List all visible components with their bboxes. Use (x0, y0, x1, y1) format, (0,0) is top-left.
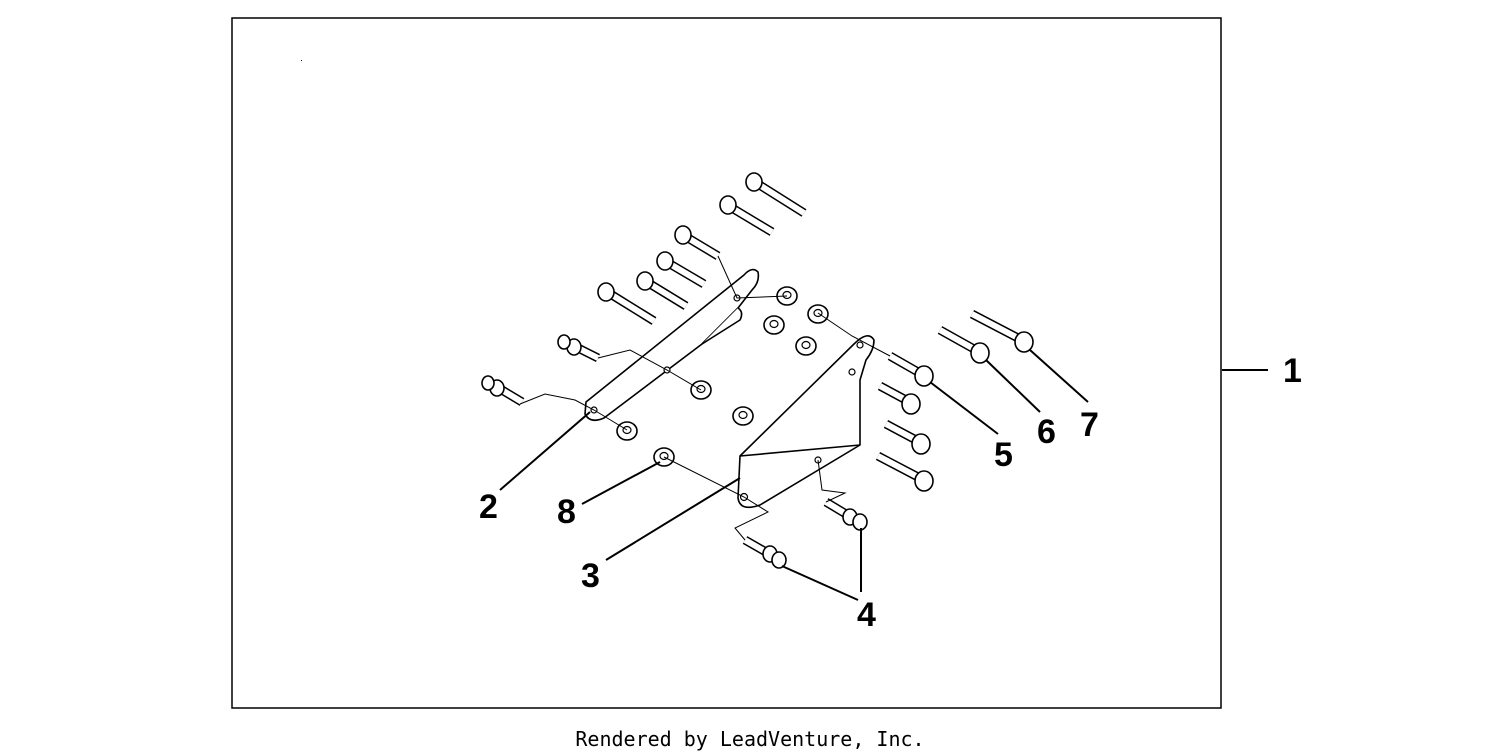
leader-flange-bolt-7 (1029, 349, 1089, 403)
collar-3 (732, 406, 754, 426)
diagram-frame (231, 17, 1222, 709)
footer-credit: Rendered by LeadVenture, Inc. (575, 727, 924, 751)
flange-nut-3 (807, 304, 829, 324)
right-bracket (737, 335, 875, 509)
collar-1 (616, 421, 638, 441)
callout-flange-bolt-b: 6 (1037, 413, 1056, 451)
long-bolt-6 (597, 282, 657, 325)
callout-right-bracket: 3 (581, 557, 600, 595)
long-bolt-1 (745, 172, 807, 217)
short-bolt-washer-1 (823, 498, 868, 531)
short-bolt-left-1 (557, 334, 601, 363)
flange-bolt-7 (969, 310, 1034, 353)
callout-short-bolt-washer: 4 (857, 596, 876, 634)
short-bolt-washer-2 (742, 536, 787, 569)
flange-nut-2 (763, 315, 785, 335)
assembly-line-1 (519, 393, 628, 431)
assembly-line-3 (717, 255, 788, 299)
flange-bolt-5a (887, 352, 934, 387)
assembly-line-4 (817, 312, 891, 357)
leader-short-bolt-a (781, 565, 859, 601)
callout-flange-bolt-c: 7 (1080, 406, 1099, 444)
callout-collar: 8 (557, 493, 576, 531)
long-bolt-4 (656, 251, 707, 288)
leader-flange-bolt-5 (929, 381, 999, 435)
callout-kit: 1 (1283, 352, 1302, 390)
assembly-line-5 (663, 456, 770, 541)
flange-nut-4 (795, 336, 817, 356)
callout-flange-bolt-a: 5 (994, 436, 1013, 474)
leader-collar (581, 461, 661, 505)
callout-left-bracket: 2 (479, 488, 498, 526)
long-bolt-5 (636, 271, 689, 310)
speck (301, 60, 302, 61)
long-bolt-2 (719, 195, 775, 236)
long-bolt-3 (674, 225, 721, 260)
leader-right-bracket (605, 477, 741, 561)
flange-bolt-6 (937, 326, 990, 364)
flange-bolt-5c (883, 420, 931, 455)
leader-left-bracket (499, 411, 591, 491)
assembly-line-6 (817, 459, 847, 503)
assembly-line-2 (597, 349, 702, 391)
leader-flange-bolt-6 (985, 359, 1041, 413)
flange-bolt-5d (875, 452, 934, 492)
flange-bolt-5b (877, 382, 921, 415)
short-bolt-left-2 (481, 375, 525, 406)
